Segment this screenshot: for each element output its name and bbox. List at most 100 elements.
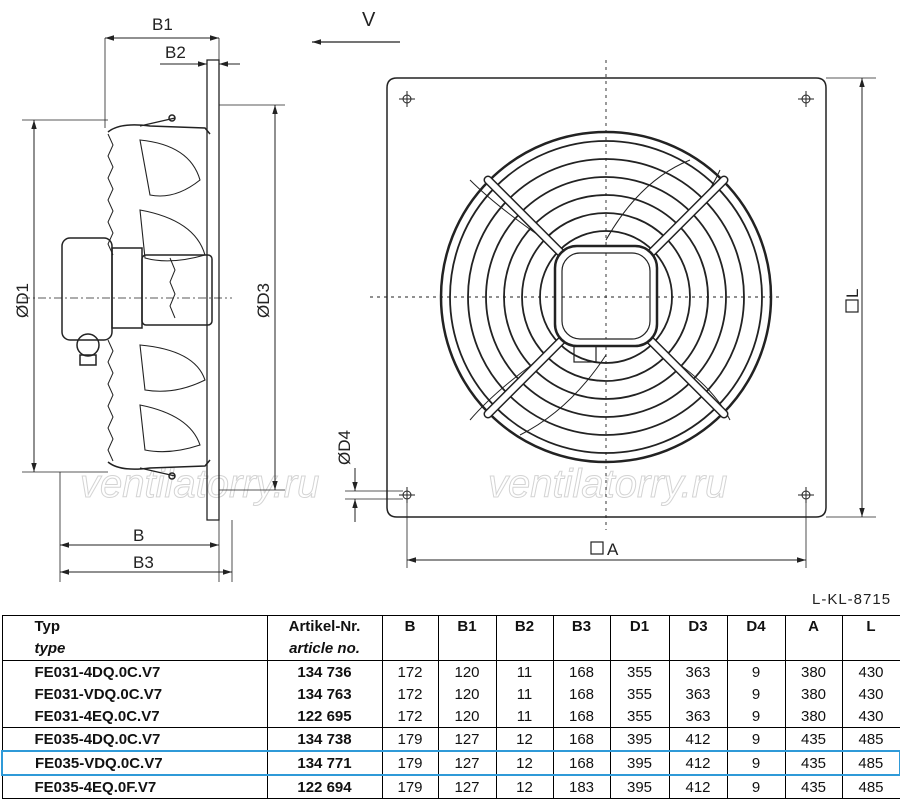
cell-type: FE035-4DQ.0C.V7 bbox=[1, 727, 268, 751]
dim-label-a: A bbox=[607, 540, 619, 559]
cell-l: 485 bbox=[841, 750, 900, 776]
cell-d1: 395 bbox=[609, 775, 670, 799]
cell-article-no: 122 694 bbox=[266, 775, 383, 799]
cell-b1: 120 bbox=[437, 705, 497, 728]
cell-b3: 183 bbox=[552, 775, 611, 799]
cell-b1: 127 bbox=[437, 750, 497, 776]
cell-l: 430 bbox=[841, 683, 900, 705]
cell-d3: 363 bbox=[668, 705, 728, 728]
cell-b: 179 bbox=[381, 775, 439, 799]
cell-l: 430 bbox=[841, 705, 900, 728]
dim-label-b1: B1 bbox=[152, 15, 173, 34]
cell-b2: 12 bbox=[495, 727, 554, 751]
cell-b2: 11 bbox=[495, 683, 554, 705]
cell-b: 172 bbox=[381, 683, 439, 705]
cell-article-no: 134 771 bbox=[266, 750, 383, 776]
dim-label-b2: B2 bbox=[165, 43, 186, 62]
fan-dimension-drawing: ventilatorry.ru ventilatorry.ru bbox=[13, 9, 876, 582]
cell-b1: 120 bbox=[437, 683, 497, 705]
cell-b1: 127 bbox=[437, 727, 497, 751]
cell-b3: 168 bbox=[552, 660, 611, 683]
watermark-text: ventilatorry.ru bbox=[488, 462, 727, 506]
cell-d1: 355 bbox=[609, 683, 670, 705]
cell-type: FE031-4EQ.0C.V7 bbox=[1, 705, 268, 728]
dim-label-l: L bbox=[843, 289, 862, 298]
cell-b1: 127 bbox=[437, 775, 497, 799]
cell-d4: 9 bbox=[726, 683, 786, 705]
cell-d3: 412 bbox=[668, 775, 728, 799]
cell-type: FE035-4EQ.0F.V7 bbox=[1, 775, 268, 799]
cell-article-no: 134 763 bbox=[266, 683, 383, 705]
cell-b2: 11 bbox=[495, 705, 554, 728]
cell-d3: 363 bbox=[668, 660, 728, 683]
cell-a: 380 bbox=[784, 660, 843, 683]
cell-d1: 355 bbox=[609, 705, 670, 728]
cell-d4: 9 bbox=[726, 727, 786, 751]
cell-article-no: 134 738 bbox=[266, 727, 383, 751]
cell-d3: 412 bbox=[668, 727, 728, 751]
column-header-d1: D1 bbox=[609, 615, 670, 661]
cell-a: 435 bbox=[784, 775, 843, 799]
cell-a: 380 bbox=[784, 705, 843, 728]
column-header-article: Artikel-Nr.article no. bbox=[266, 615, 383, 661]
cell-b: 172 bbox=[381, 705, 439, 728]
cell-l: 485 bbox=[841, 775, 900, 799]
column-header-b2: B2 bbox=[495, 615, 554, 661]
cell-d4: 9 bbox=[726, 705, 786, 728]
cell-b2: 11 bbox=[495, 660, 554, 683]
cell-l: 485 bbox=[841, 727, 900, 751]
cell-b3: 168 bbox=[552, 683, 611, 705]
cell-b2: 12 bbox=[495, 750, 554, 776]
cell-a: 435 bbox=[784, 750, 843, 776]
square-symbol-icon bbox=[590, 299, 859, 555]
cell-d4: 9 bbox=[726, 660, 786, 683]
cell-type: FE035-VDQ.0C.V7 bbox=[1, 750, 268, 776]
cell-b2: 12 bbox=[495, 775, 554, 799]
cell-d3: 412 bbox=[668, 750, 728, 776]
cell-l: 430 bbox=[841, 660, 900, 683]
cell-article-no: 122 695 bbox=[266, 705, 383, 728]
cell-article-no: 134 736 bbox=[266, 660, 383, 683]
column-header-d4: D4 bbox=[726, 615, 786, 661]
column-header-l: L bbox=[841, 615, 900, 661]
cell-d1: 395 bbox=[609, 750, 670, 776]
cell-b: 179 bbox=[381, 727, 439, 751]
side-view bbox=[22, 59, 232, 521]
cell-d4: 9 bbox=[726, 775, 786, 799]
cell-b3: 168 bbox=[552, 727, 611, 751]
cell-type: FE031-4DQ.0C.V7 bbox=[1, 660, 268, 683]
cell-a: 380 bbox=[784, 683, 843, 705]
cell-d4: 9 bbox=[726, 750, 786, 776]
column-header-b3: B3 bbox=[552, 615, 611, 661]
cell-type: FE031-VDQ.0C.V7 bbox=[1, 683, 268, 705]
column-header-b1: B1 bbox=[437, 615, 497, 661]
cell-b: 172 bbox=[381, 660, 439, 683]
cell-a: 435 bbox=[784, 727, 843, 751]
dim-label-v: V bbox=[362, 9, 376, 31]
cell-d1: 355 bbox=[609, 660, 670, 683]
cell-b3: 168 bbox=[552, 750, 611, 776]
dim-label-d1: ØD1 bbox=[13, 283, 32, 318]
drawing-code: L-KL-8715 bbox=[812, 591, 892, 608]
column-header-b: B bbox=[381, 615, 439, 661]
cell-d3: 363 bbox=[668, 683, 728, 705]
cell-b1: 120 bbox=[437, 660, 497, 683]
dim-label-b: B bbox=[133, 526, 144, 545]
column-header-d3: D3 bbox=[668, 615, 728, 661]
cell-d1: 395 bbox=[609, 727, 670, 751]
dim-label-d3: ØD3 bbox=[254, 283, 273, 318]
dim-label-b3: B3 bbox=[133, 553, 154, 572]
column-header-a: A bbox=[784, 615, 843, 661]
watermark-text: ventilatorry.ru bbox=[80, 462, 319, 506]
dim-label-d4: ØD4 bbox=[335, 430, 354, 465]
cell-b3: 168 bbox=[552, 705, 611, 728]
